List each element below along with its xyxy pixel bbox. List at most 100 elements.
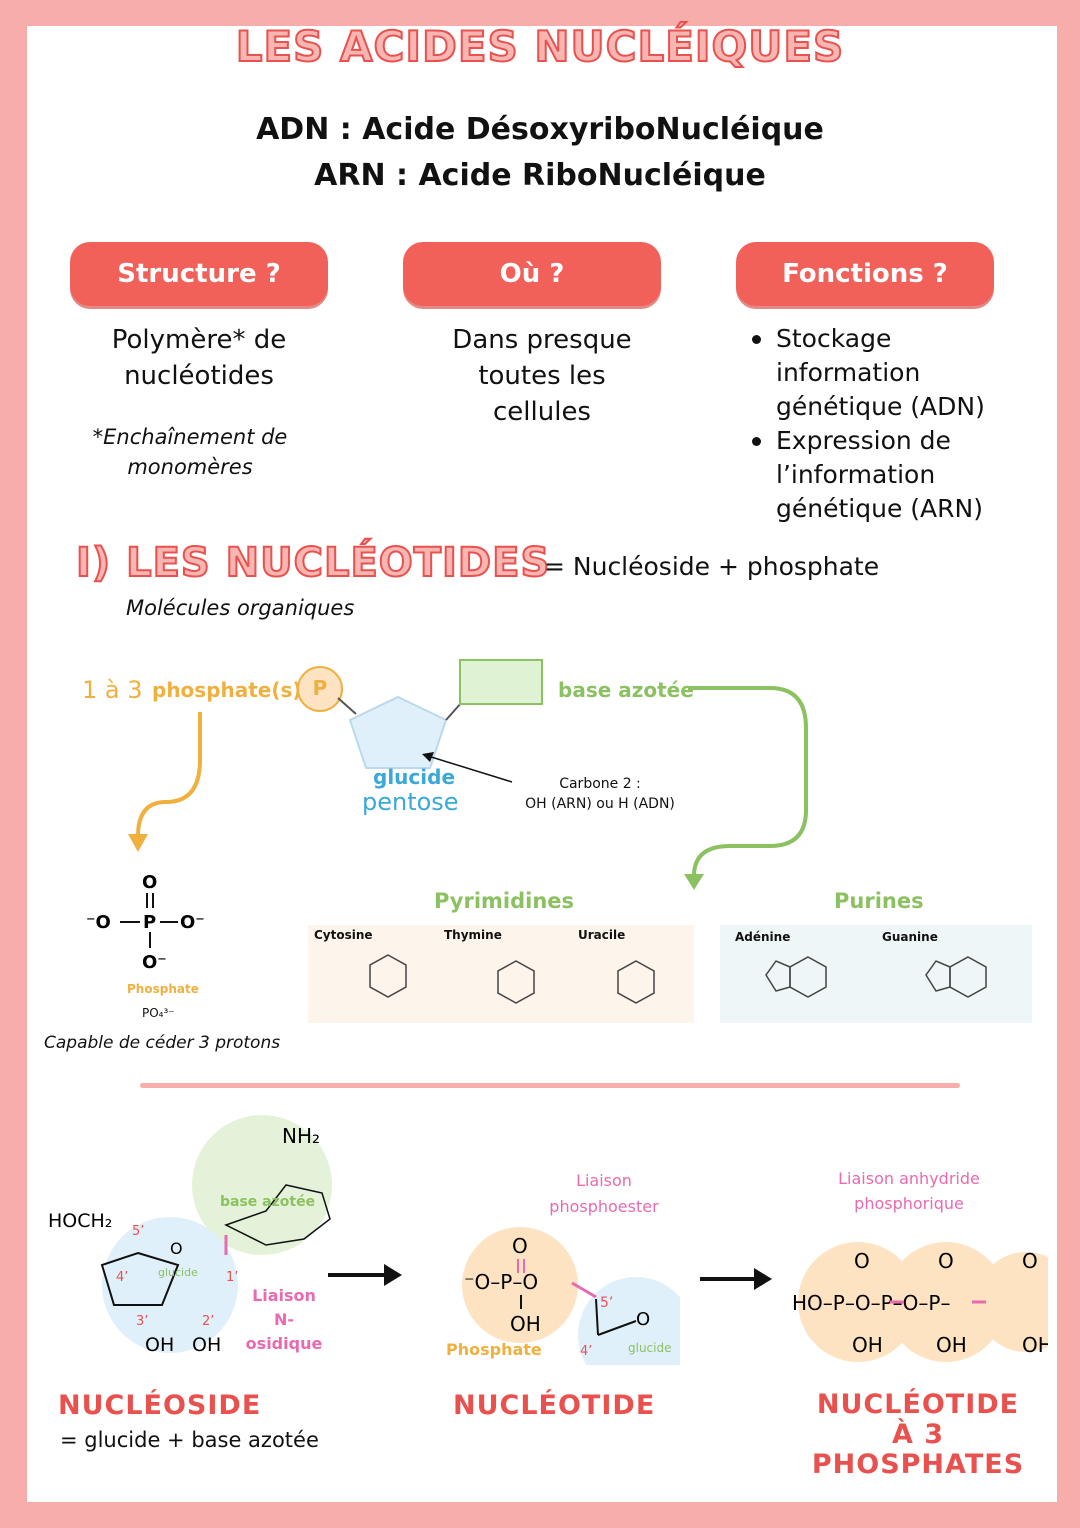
nucleotide-phosphate-label: Phosphate [446,1340,542,1359]
svg-text:O: O [142,872,157,893]
function-line: génétique (ADN) [776,392,985,421]
location-line: Dans presque [452,325,632,355]
functions-list: Stockage information génétique (ADN) Exp… [750,322,1040,526]
phosphate-formula: PO₄³⁻ [142,1006,175,1020]
svg-text:5’: 5’ [600,1295,613,1311]
function-item: Stockage information génétique (ADN) [750,322,1040,424]
svg-text:P: P [143,912,156,933]
nucleotide-drawing: O ⁻O–P–O OH 5’ O 4’ [462,1227,680,1365]
purines-panel [720,925,1032,1023]
svg-text:O: O [170,1239,183,1258]
phosphate-circle [297,666,343,712]
phosphate-symbol: P [312,676,328,700]
svg-text:HOCH₂: HOCH₂ [48,1210,112,1232]
svg-text:3’: 3’ [136,1314,148,1329]
nucleoside-title: NUCLÉOSIDE [58,1390,262,1421]
svg-text:OH: OH [936,1333,967,1357]
cytosine-ring [369,954,407,998]
page-title: LES ACIDES NUCLÉIQUES [235,21,845,72]
pyrimidines-title: Pyrimidines [434,889,575,913]
structure-line: Polymère* de [111,325,287,355]
structure-text: Polymère* de nucléotides [70,322,328,394]
orange-arrow [136,712,202,837]
title-line: PHOSPHATES [811,1449,1025,1480]
svg-text:O: O [938,1249,954,1273]
link-line: Liaison [252,1286,316,1305]
green-arrow [688,686,808,877]
nucleoside-drawing: NH₂ O HOCH₂ 5’ 4’ 1’ 3’ 2’ OH OH [48,1115,332,1356]
section-title: I) LES NUCLÉOTIDES [75,539,551,587]
svg-text:OH: OH [192,1334,221,1356]
function-line: l’information [776,460,936,489]
link-phosphoester: Liaison phosphoester [534,1168,674,1220]
nucleotide-title: NUCLÉOTIDE [453,1390,656,1421]
thymine-ring [497,960,535,1004]
base-rect [459,659,543,705]
link-line: phosphoester [549,1197,659,1216]
svg-text:1’: 1’ [226,1270,238,1285]
base-thymine-label: Thymine [444,928,502,942]
svg-text:O: O [1022,1249,1038,1273]
sugar-label: glucide [373,765,456,789]
svg-text:O⁻: O⁻ [180,912,205,933]
svg-text:OH: OH [1022,1333,1048,1357]
phosphate-count: 1 à 3 [82,676,143,704]
structure-note-line: monomères [127,455,253,479]
divider [140,1083,960,1088]
guanine-ring [949,956,987,998]
link-line: phosphorique [854,1194,964,1213]
svg-text:HO–P–O–P–O–P–: HO–P–O–P–O–P– [792,1291,950,1315]
svg-text:OH: OH [852,1333,883,1357]
phosphate-formula-drawing: O ⁻O P O⁻ O⁻ [86,872,205,973]
pentose-label: pentose [362,788,459,816]
nucleotide-schema [128,659,808,890]
title-line: NUCLÉOTIDE [816,1389,1020,1420]
carbon-note-line: OH (ARN) ou H (ADN) [525,796,675,812]
pill-functions: Fonctions ? [736,242,994,306]
subtitle-arn: ARN : Acide RiboNucléique [314,158,766,193]
phosphate-name: Phosphate [127,982,199,996]
nucleoside-base-label: base azotée [220,1194,316,1210]
location-text: Dans presque toutes les cellules [412,322,672,430]
purines-title: Purines [834,889,924,913]
svg-text:O: O [512,1234,528,1258]
structure-note-line: *Enchaînement de [92,425,288,449]
svg-text:OH: OH [145,1334,174,1356]
svg-text:5’: 5’ [132,1224,144,1239]
svg-text:O⁻: O⁻ [142,952,167,973]
link-anhydride: Liaison anhydride phosphorique [826,1166,992,1216]
location-line: cellules [493,397,591,427]
pill-location: Où ? [403,242,661,306]
svg-text:NH₂: NH₂ [282,1124,320,1148]
phosphate-note: Capable de céder 3 protons [44,1033,281,1053]
svg-text:⁻O–P–O: ⁻O–P–O [464,1270,538,1294]
nucleotide-sugar-label: glucide [628,1341,672,1355]
structure-note: *Enchaînement de monomères [60,422,320,482]
pentose-shape [348,695,448,769]
triphosphate-drawing: O O O HO–P–O–P–O–P– OH OH OH [792,1242,1048,1362]
arrow-right-icon [700,1268,772,1290]
subtitle-adn: ADN : Acide DésoxyriboNucléique [256,112,824,147]
link-line: N-osidique [245,1310,323,1353]
svg-text:O: O [636,1309,650,1330]
svg-text:4’: 4’ [580,1344,592,1359]
link-line: Liaison anhydride [838,1169,980,1188]
function-line: information [776,358,921,387]
svg-text:4’: 4’ [116,1270,128,1285]
nucleoside-sugar-label: glucide [158,1266,198,1279]
adenine-ring [789,956,827,998]
svg-text:⁻O: ⁻O [86,912,111,933]
function-line: génétique (ARN) [776,494,983,523]
base-cytosine-label: Cytosine [314,928,373,942]
section-equation: = Nucléoside + phosphate [544,552,880,581]
base-uracile-label: Uracile [578,928,626,942]
location-line: toutes les [478,361,606,391]
phosphate-label: phosphate(s) [152,678,302,702]
arrow-right-icon [328,1264,402,1286]
base-adenine-label: Adénine [735,930,791,944]
base-structures [369,954,987,1004]
link-line: Liaison [576,1171,632,1190]
svg-text:2’: 2’ [202,1314,214,1329]
function-item: Expression de l’information génétique (A… [750,424,1040,526]
pill-structure: Structure ? [70,242,328,306]
